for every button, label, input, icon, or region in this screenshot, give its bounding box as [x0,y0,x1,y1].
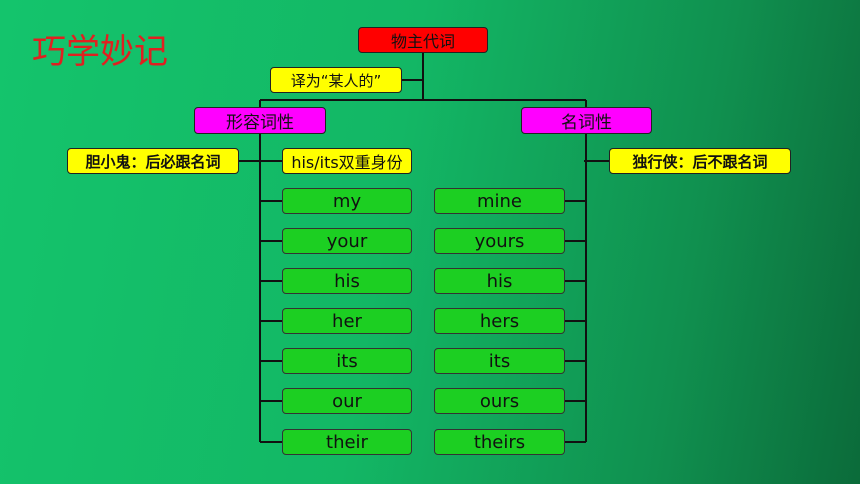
adjective-item: their [282,429,412,455]
adjective-item: your [282,228,412,254]
adjective-item: her [282,308,412,334]
noun-item: theirs [434,429,565,455]
adjective-category: 形容词性 [194,107,326,134]
adjective-item: my [282,188,412,214]
slide-title: 巧学妙记 [32,32,168,72]
noun-item: mine [434,188,565,214]
noun-note: 独行侠：后不跟名词 [609,148,791,174]
noun-category: 名词性 [521,107,652,134]
noun-item: its [434,348,565,374]
adjective-note: 胆小鬼：后必跟名词 [67,148,239,174]
noun-item: hers [434,308,565,334]
root-note: 译为“某人的” [270,67,402,93]
root-node: 物主代词 [358,27,488,53]
noun-item: his [434,268,565,294]
noun-item: ours [434,388,565,414]
dual-role-note: his/its双重身份 [282,148,412,174]
adjective-item: his [282,268,412,294]
noun-item: yours [434,228,565,254]
adjective-item: its [282,348,412,374]
adjective-item: our [282,388,412,414]
